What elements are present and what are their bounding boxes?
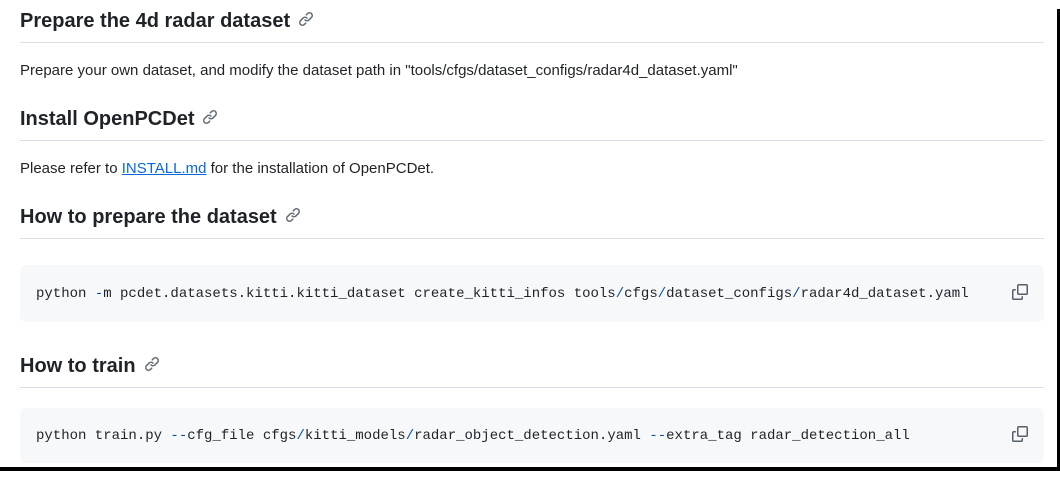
text-after-link: for the installation of OpenPCDet. [206, 160, 435, 177]
code-block-train: python train.py --cfg_file cfgs/kitti_mo… [20, 408, 1044, 463]
code-token: -- [170, 428, 188, 444]
heading-text: Prepare the 4d radar dataset [20, 10, 291, 32]
code-token: -- [649, 428, 667, 444]
heading-install-openpcdet: Install OpenPCDet [20, 107, 1044, 141]
heading-anchor-link[interactable] [144, 354, 160, 379]
heading-text: How to train [20, 355, 136, 377]
window-bottom-border [0, 467, 1060, 471]
copy-icon [1012, 426, 1028, 445]
code-token: radar4d_dataset.yaml [800, 286, 969, 302]
text-before-link: Please refer to [20, 160, 122, 177]
code-token: / [792, 286, 801, 302]
code-token: m pcdet.datasets.kitti.kitti_dataset cre… [103, 286, 616, 302]
copy-button[interactable] [1008, 282, 1032, 306]
heading-text: Install OpenPCDet [20, 108, 195, 130]
heading-how-to-train: How to train [20, 354, 1044, 388]
code-token: / [657, 286, 667, 302]
link-icon [298, 9, 314, 34]
code-token: extra_tag radar_detection_all [666, 428, 910, 444]
link-icon [202, 107, 218, 132]
code-token: radar_object_detection.yaml [414, 428, 650, 444]
heading-how-to-prepare-the-dataset: How to prepare the dataset [20, 205, 1044, 239]
link-icon [285, 205, 301, 230]
heading-anchor-link[interactable] [202, 107, 218, 132]
code-token: python train.py [36, 428, 171, 444]
code-token: / [296, 428, 305, 444]
link-icon [144, 354, 160, 379]
heading-anchor-link[interactable] [285, 205, 301, 230]
code-token: python [36, 286, 95, 302]
code-token: cfgs [624, 286, 658, 302]
code-token: / [405, 428, 415, 444]
heading-prepare-4d-radar-dataset: Prepare the 4d radar dataset [20, 9, 1044, 43]
code-token: cfg_file cfgs [187, 428, 297, 444]
window-right-border [1057, 9, 1060, 471]
code-text: python -m pcdet.datasets.kitti.kitti_dat… [36, 286, 969, 302]
heading-text: How to prepare the dataset [20, 206, 277, 228]
code-token: kitti_models [304, 428, 406, 444]
readme-content: Prepare the 4d radar dataset Prepare you… [0, 9, 1060, 463]
install-md-link[interactable]: INSTALL.md [121, 160, 207, 177]
code-block-prepare-dataset: python -m pcdet.datasets.kitti.kitti_dat… [20, 265, 1044, 322]
paragraph-prepare-dataset: Prepare your own dataset, and modify the… [20, 62, 738, 79]
copy-icon [1012, 284, 1028, 303]
heading-anchor-link[interactable] [298, 9, 314, 34]
copy-button[interactable] [1008, 424, 1032, 448]
code-token: dataset_configs [666, 286, 793, 302]
paragraph-install-refer: Please refer to INSTALL.md for the insta… [20, 158, 1044, 179]
code-token: / [615, 286, 625, 302]
code-text: python train.py --cfg_file cfgs/kitti_mo… [36, 428, 910, 444]
code-token: - [94, 286, 104, 302]
